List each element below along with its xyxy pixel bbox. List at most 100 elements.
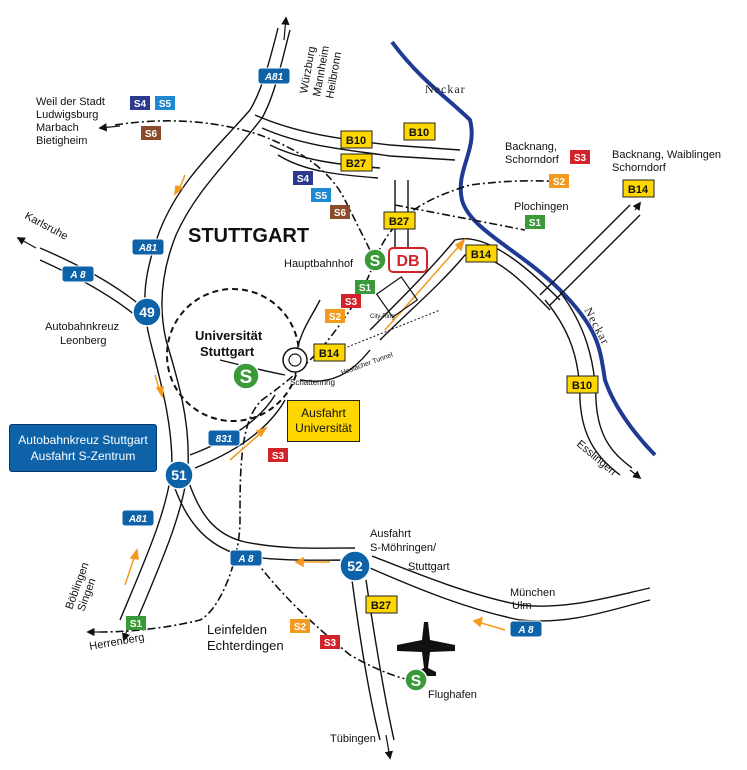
label-munchen: München <box>510 587 555 599</box>
label-schorndorf2: Schorndorf <box>612 162 667 174</box>
label-flughafen: Flughafen <box>428 689 477 701</box>
label-ausfahrt-moeh3: Stuttgart <box>408 561 450 573</box>
a8-shield-east: A 8 <box>509 620 543 638</box>
label-abk-leonberg2: Leonberg <box>60 335 107 347</box>
uni-exit-line-1: Ausfahrt <box>301 406 346 420</box>
label-leinfelden: Leinfelden <box>207 622 267 637</box>
s3-badge: S3 <box>324 638 337 649</box>
kreuz-line-1: Autobahnkreuz Stuttgart <box>18 433 148 447</box>
label-universitaet: Universität <box>195 328 263 343</box>
a8-shield-west: A 8 <box>61 265 95 283</box>
b27-sign-3: B27 <box>365 595 398 614</box>
a8-label: A 8 <box>517 625 534 636</box>
b27-sign-2: B27 <box>383 211 416 230</box>
b27-label: B27 <box>389 216 409 228</box>
b831-shield: 831 <box>207 429 241 447</box>
label-backnang1: Backnang, <box>505 141 557 153</box>
label-abk-leonberg1: Autobahnkreuz <box>45 321 119 333</box>
b10-sign-3: B10 <box>566 375 599 394</box>
orange-guidance-arrows <box>124 174 506 631</box>
s1-badge: S1 <box>359 283 372 294</box>
a81-label: A81 <box>128 514 148 525</box>
db-logo: DB <box>388 247 428 273</box>
s5-badge: S5 <box>315 191 328 202</box>
a8-label: A 8 <box>237 554 254 565</box>
label-marbach: Marbach <box>36 122 79 134</box>
label-hauptbahnhof: Hauptbahnhof <box>284 258 354 270</box>
direction-arrows <box>16 16 642 760</box>
hbf-building <box>375 276 419 318</box>
b14-label: B14 <box>628 184 649 196</box>
label-city-ring: City-Ring <box>370 314 395 320</box>
junction-49-label: 49 <box>139 304 155 320</box>
s2-badge: S2 <box>553 177 566 188</box>
label-ausfahrt-moeh2: S-Möhringen/ <box>370 542 437 554</box>
s1-badge: S1 <box>130 619 143 630</box>
label-karlsruhe: Karlsruhe <box>23 210 70 243</box>
river-label-top: Neckar <box>425 82 466 96</box>
label-herrenberg: Herrenberg <box>88 631 145 652</box>
s-station-label: S <box>240 367 253 388</box>
s2-badge: S2 <box>329 312 342 323</box>
label-ludwigsburg: Ludwigsburg <box>36 109 98 121</box>
label-schorndorf1: Schorndorf <box>505 154 560 166</box>
sbahn-badges: S4 S5 S6 S4 S5 S6 S3 S2 S1 S1 S3 S2 S3 S… <box>126 96 590 649</box>
label-backnang2: Backnang, Waiblingen <box>612 149 721 161</box>
label-weil: Weil der Stadt <box>36 96 105 108</box>
label-schattenring: Schattenring <box>290 378 335 387</box>
kreuz-line-2: Ausfahrt S-Zentrum <box>30 449 136 463</box>
neckar-river <box>390 40 657 457</box>
a81-shield-north: A81 <box>257 67 291 85</box>
uni-exit-line-2: Universität <box>295 421 352 435</box>
airplane-icon <box>397 622 455 676</box>
ausfahrt-universitaet-box: Ausfahrt Universität <box>287 400 360 442</box>
b14-sign-2: B14 <box>465 244 498 263</box>
b27-sign-1: B27 <box>340 153 373 172</box>
label-plochingen: Plochingen <box>514 201 568 213</box>
b14-label: B14 <box>319 348 340 360</box>
label-echterdingen: Echterdingen <box>207 638 284 653</box>
b10-label: B10 <box>572 380 592 392</box>
roundabout-inner <box>288 353 302 367</box>
label-esslingen: Esslingen <box>574 438 618 478</box>
s6-badge: S6 <box>145 129 158 140</box>
label-tubingen: Tübingen <box>330 733 376 745</box>
b27-label: B27 <box>346 158 366 170</box>
s2-badge: S2 <box>294 622 307 633</box>
b10-sign-2: B10 <box>403 122 436 141</box>
b14-sign-1: B14 <box>622 179 655 198</box>
s5-badge: S5 <box>159 99 172 110</box>
s-station-label: S <box>370 253 381 270</box>
junction-52: 52 <box>339 550 371 582</box>
label-bietigheim: Bietigheim <box>36 135 87 147</box>
s4-badge: S4 <box>134 99 147 110</box>
b10-sign-1: B10 <box>340 130 373 149</box>
b14-sign-3: B14 <box>313 343 346 362</box>
junction-49: 49 <box>132 297 162 327</box>
a81-shield-south: A81 <box>121 509 155 527</box>
b831-label: 831 <box>216 434 233 445</box>
s6-badge: S6 <box>334 208 347 219</box>
junction-52-label: 52 <box>347 558 363 574</box>
label-ausfahrt-moeh1: Ausfahrt <box>370 528 411 540</box>
s4-badge: S4 <box>297 174 310 185</box>
a81-label: A81 <box>264 72 284 83</box>
label-ulm: Ulm <box>512 600 532 612</box>
b10-label: B10 <box>409 127 429 139</box>
b10-label: B10 <box>346 135 366 147</box>
autobahnkreuz-info-box: Autobahnkreuz Stuttgart Ausfahrt S-Zentr… <box>9 424 157 472</box>
a81-shield-west: A81 <box>131 238 165 256</box>
s3-badge: S3 <box>574 153 587 164</box>
junction-51-label: 51 <box>171 467 187 483</box>
heslacher-tunnel-path <box>339 309 441 351</box>
label-stuttgart-uni: Stuttgart <box>200 344 255 359</box>
city-title: STUTTGART <box>188 225 309 247</box>
b27-label: B27 <box>371 600 391 612</box>
sbahn-station-flughafen: S <box>404 668 428 692</box>
a8-label: A 8 <box>69 270 86 281</box>
sbahn-station-uni: S <box>232 362 260 390</box>
b14-label: B14 <box>471 249 492 261</box>
db-label: DB <box>396 253 419 270</box>
